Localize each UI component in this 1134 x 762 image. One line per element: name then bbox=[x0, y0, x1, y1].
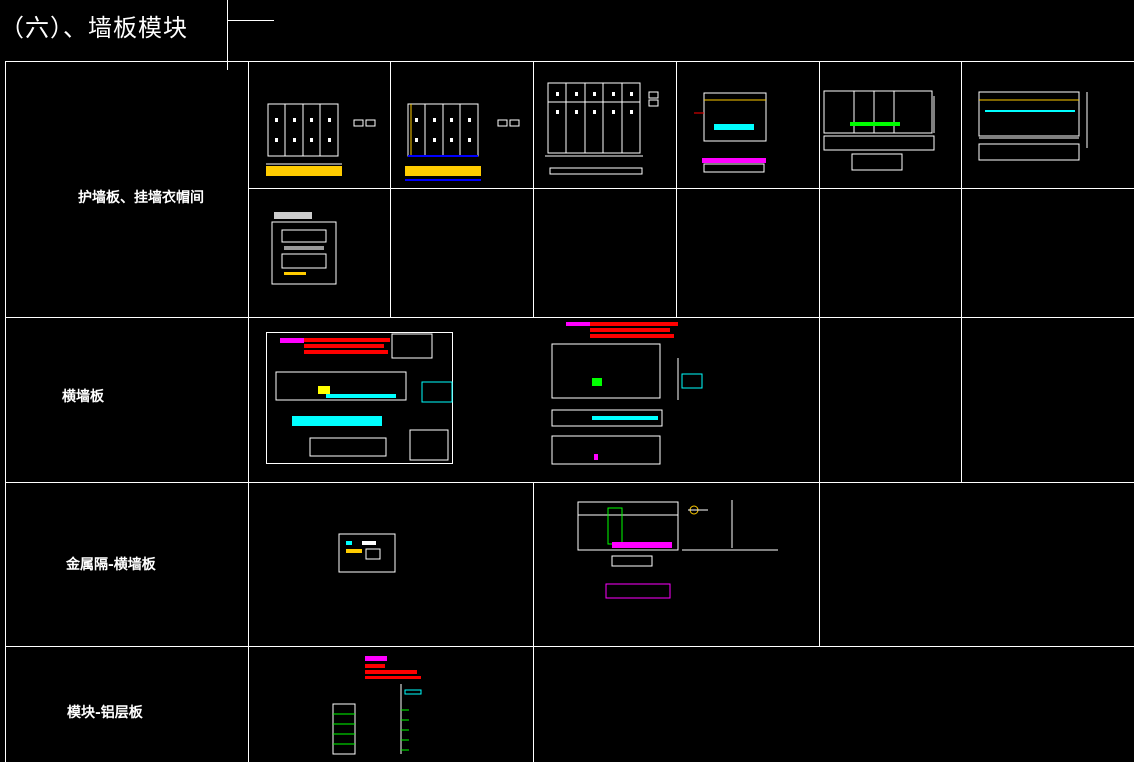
cad-drawing-thumbnail[interactable] bbox=[262, 100, 382, 180]
cad-drawing-thumbnail[interactable] bbox=[572, 490, 782, 605]
row-label-horizontal-wall-panel: 横墙板 bbox=[62, 389, 104, 405]
title-crosshair bbox=[227, 0, 228, 70]
cad-drawing-thumbnail[interactable] bbox=[690, 88, 810, 183]
cad-drawing-thumbnail[interactable] bbox=[545, 80, 670, 182]
row-label-aluminum-shelf: 模块-铝层板 bbox=[67, 705, 143, 721]
cad-drawing-thumbnail[interactable] bbox=[338, 533, 398, 575]
page-title: （六）、墙板模块 bbox=[0, 14, 188, 42]
row-label-metal-partition: 金属隔-横墙板 bbox=[66, 557, 156, 573]
cad-drawing-thumbnail[interactable] bbox=[548, 320, 718, 470]
cad-drawing-thumbnail[interactable] bbox=[266, 332, 456, 467]
cad-drawing-thumbnail[interactable] bbox=[402, 100, 527, 185]
row-label-wall-panel-cloakroom: 护墙板、挂墙衣帽间 bbox=[78, 190, 204, 206]
cad-drawing-thumbnail[interactable] bbox=[325, 654, 435, 759]
title-underline bbox=[228, 20, 274, 21]
cad-drawing-thumbnail[interactable] bbox=[270, 210, 340, 290]
cad-drawing-thumbnail[interactable] bbox=[822, 88, 958, 178]
cad-drawing-thumbnail[interactable] bbox=[975, 88, 1105, 178]
